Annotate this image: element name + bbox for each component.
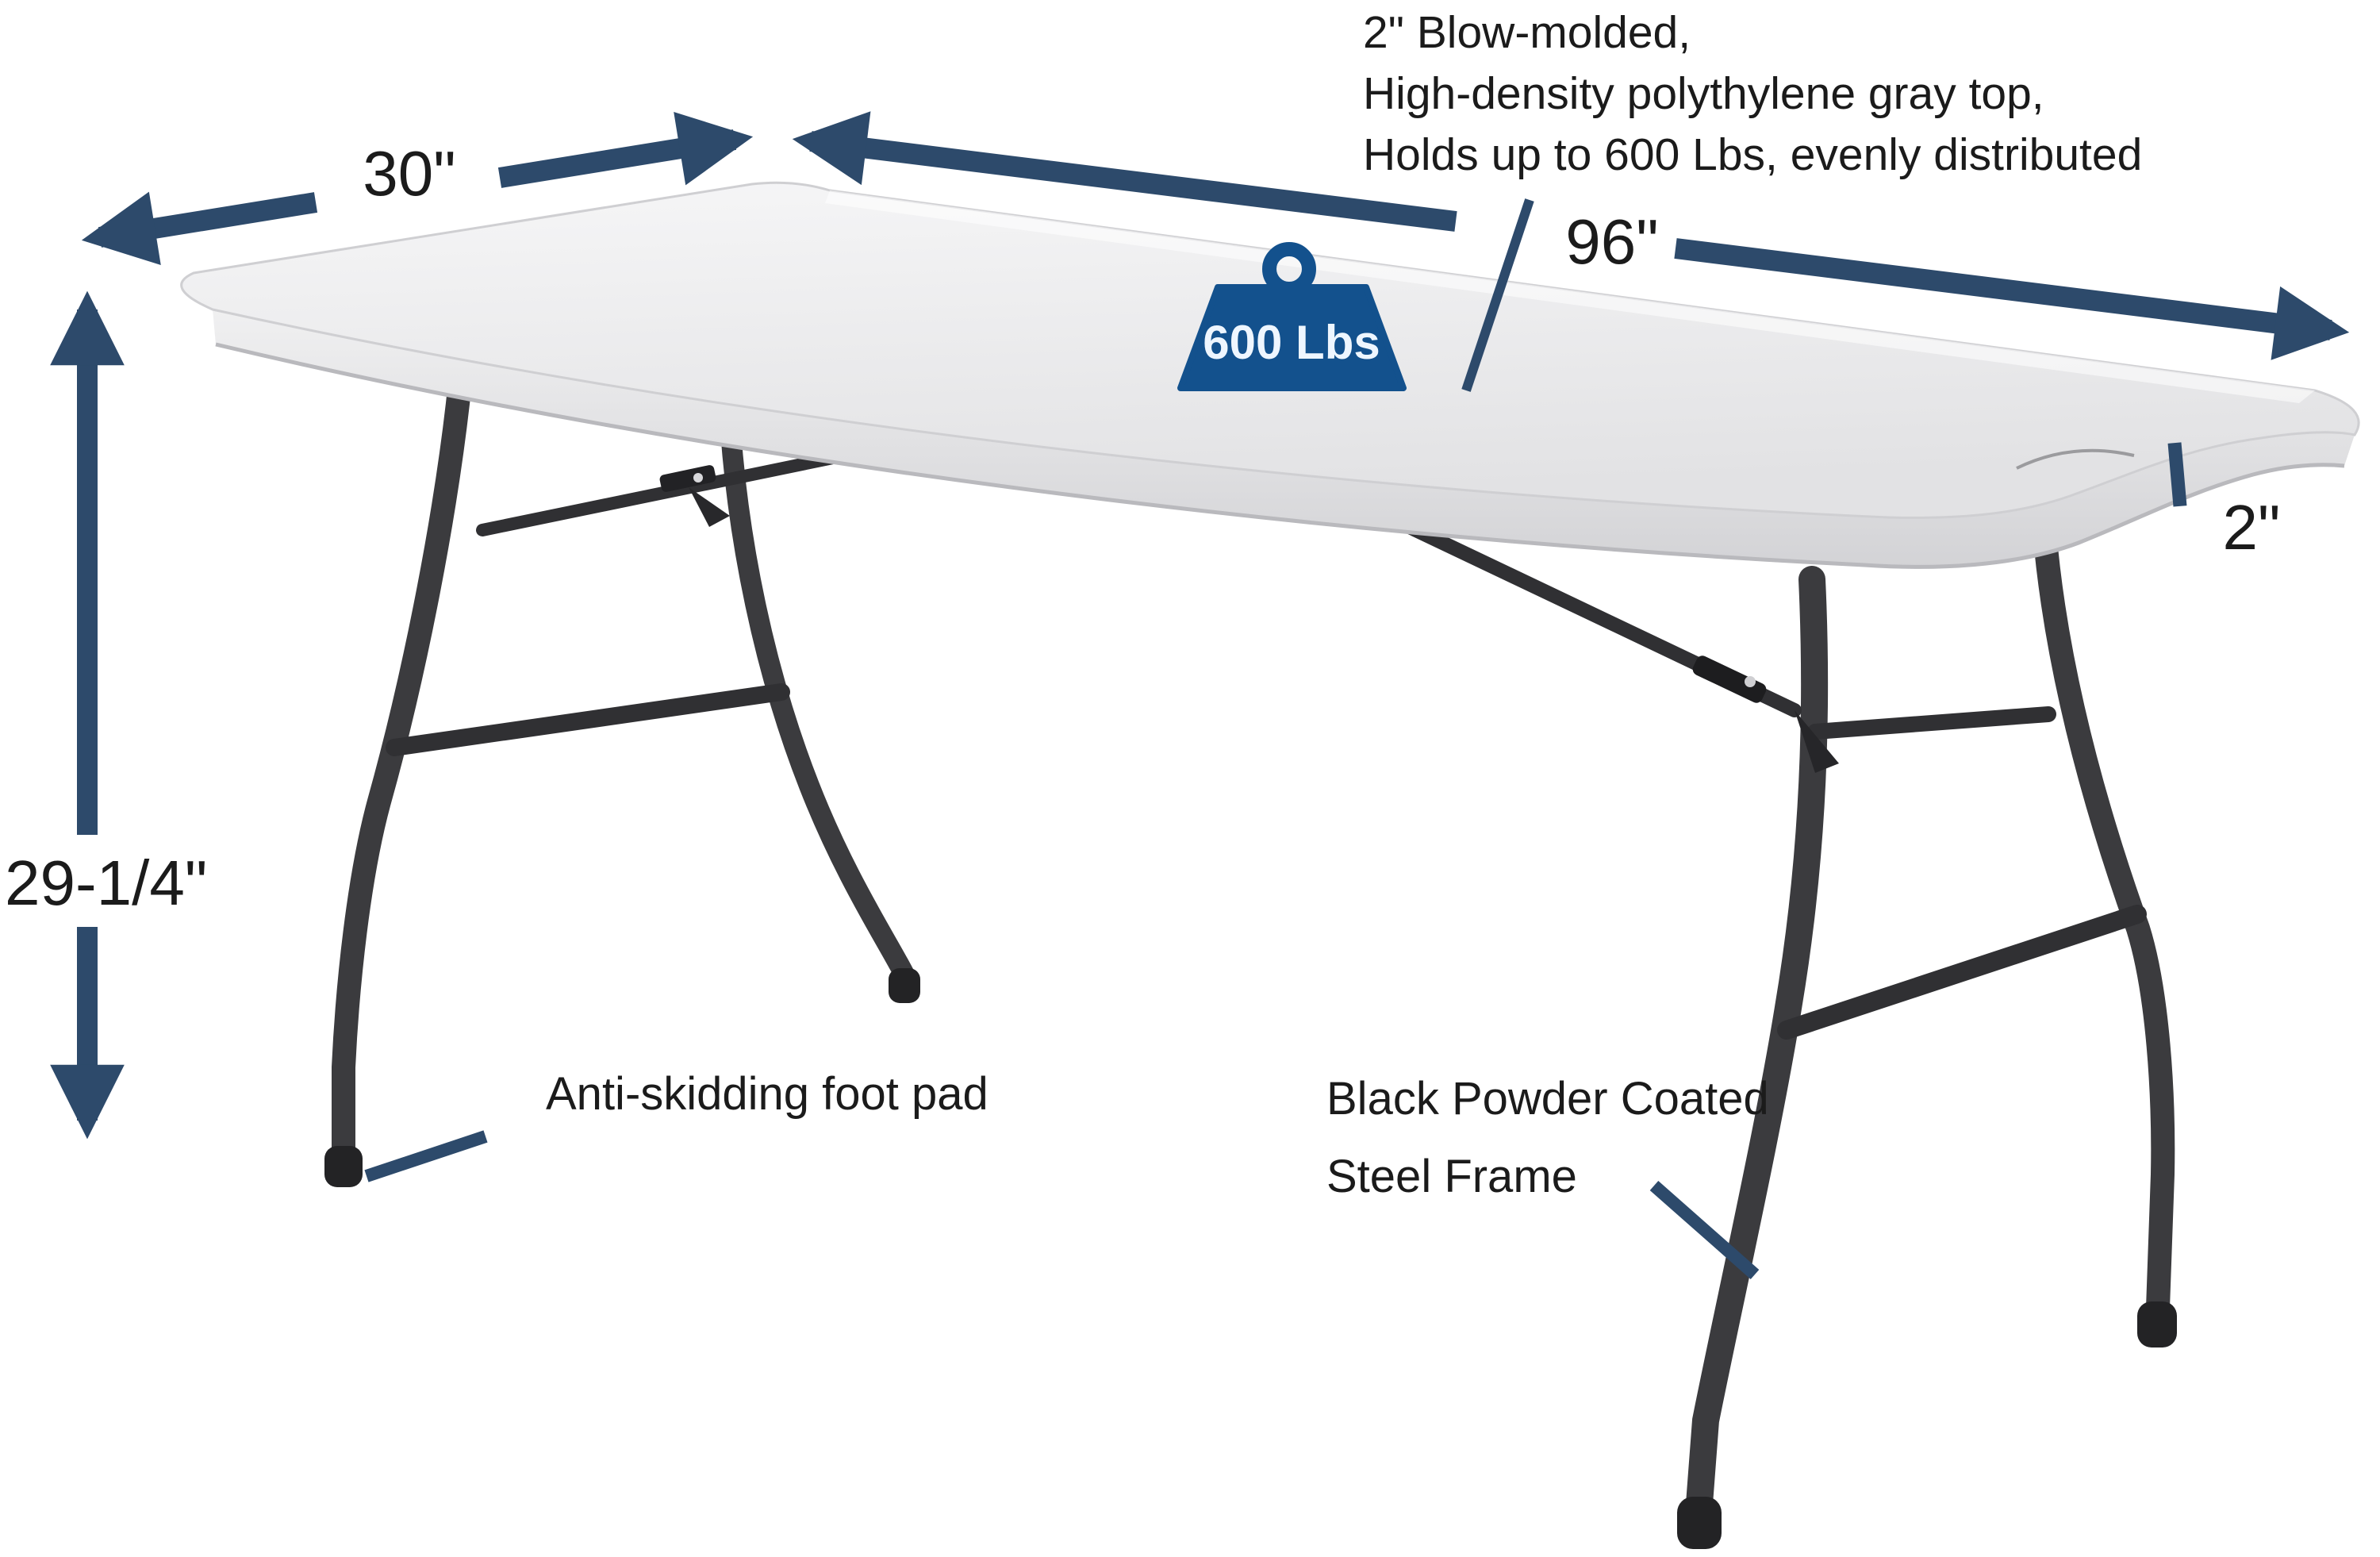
depth-arrow-right-segment [497, 112, 754, 188]
description-leader-line [1461, 198, 1534, 392]
tabletop-far-edge-highlight [825, 190, 2315, 403]
dimension-annotations: 30" 96" 29-1/4" 2" 2" Blow-molded, High-… [0, 7, 2350, 1280]
weight-capacity-label: 600 Lbs [1203, 316, 1380, 369]
thickness-marker [2167, 442, 2187, 507]
description-line-3: Holds up to 600 Lbs, evenly distributed [1363, 129, 2142, 180]
left-hinge-bracket [659, 465, 716, 492]
tabletop-bottom-lip [215, 342, 2345, 569]
length-dimension: 96" [792, 111, 2350, 360]
right-rear-foot-pad [2137, 1301, 2177, 1347]
depth-arrow-left-segment [81, 191, 318, 265]
steel-frame-callout: Black Powder Coated Steel Frame [1326, 1073, 1769, 1280]
length-dimension-label: 96" [1565, 206, 1658, 277]
right-hinge-hook [1795, 710, 1839, 773]
thickness-dimension: 2" [2167, 442, 2281, 563]
right-lower-brace [1777, 905, 2147, 1040]
steel-frame [324, 345, 2177, 1549]
left-stretcher-bar [386, 683, 790, 756]
left-hinge-hook [689, 487, 730, 527]
right-hinge-bracket [1692, 655, 1767, 703]
description-line-1: 2" Blow-molded, [1363, 7, 1691, 58]
steel-frame-label-line-1: Black Powder Coated [1326, 1073, 1769, 1124]
height-dimension: 29-1/4" [0, 290, 214, 1140]
weight-capacity-badge: 600 Lbs [1177, 242, 1407, 391]
foot-pad-leader-line [364, 1130, 488, 1182]
top-description: 2" Blow-molded, High-density polythylene… [1363, 7, 2142, 392]
left-hinge-bolt [693, 473, 703, 482]
length-arrow-left-segment [792, 111, 1457, 232]
right-upper-brace [1807, 706, 2056, 740]
description-line-2: High-density polythylene gray top, [1363, 68, 2044, 119]
left-front-leg [332, 345, 474, 1164]
left-rear-foot-pad [889, 968, 920, 1003]
left-rear-leg [719, 396, 915, 985]
tabletop-front-edge [213, 309, 2355, 567]
depth-dimension: 30" [81, 112, 754, 265]
right-hinge-bolt [1745, 676, 1756, 687]
steel-frame-leader-line [1649, 1180, 1760, 1280]
length-arrow-right-segment [1674, 238, 2350, 360]
right-front-leg [1686, 566, 1829, 1517]
thickness-dimension-label: 2" [2223, 492, 2281, 563]
depth-dimension-label: 30" [363, 138, 455, 209]
height-dimension-label: 29-1/4" [5, 848, 207, 918]
tabletop-handle-groove [2016, 448, 2135, 470]
foot-pad-callout: Anti-skidding foot pad [364, 1068, 988, 1182]
foot-pad-label: Anti-skidding foot pad [546, 1068, 988, 1120]
left-front-foot-pad [324, 1146, 363, 1187]
steel-frame-label-line-2: Steel Frame [1326, 1151, 1577, 1202]
weight-body [1177, 284, 1407, 391]
right-front-foot-pad [1677, 1497, 1722, 1549]
